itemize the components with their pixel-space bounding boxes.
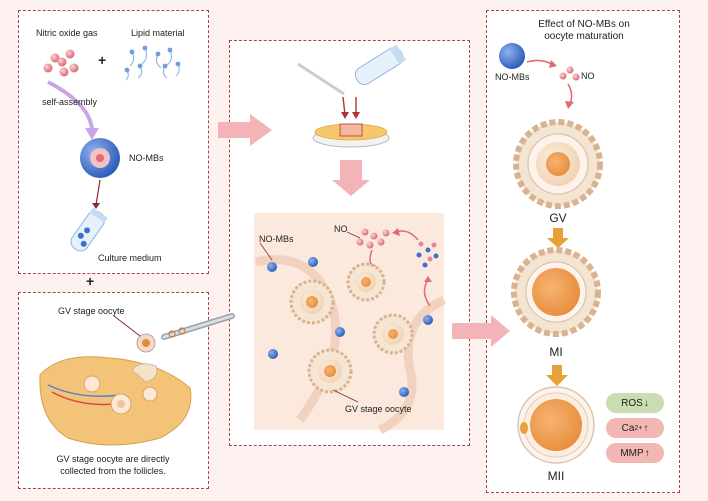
plus-sign-a: + [98,52,107,68]
nomb-beads [267,257,433,397]
ros-badge: ROS↓ [606,393,664,413]
petri-dish [312,123,390,148]
no-molecules-d [559,66,580,81]
stage-mii-label: MII [547,469,565,483]
stage-mi-label: MI [549,345,563,359]
no-gas-molecules [43,49,79,77]
gv-oocyte-label-b: GV stage oocyte [58,306,125,316]
stage-gv-label: GV [549,211,567,225]
arrow-mi-mii [546,365,568,386]
calcium-arrow: ↑ [643,422,649,434]
oocyte-small [136,333,156,353]
mmp-arrow: ↑ [644,447,650,459]
self-assembly-arrowhead [85,128,99,140]
nomb-label-a: NO-MBs [129,153,164,163]
plus-sign-between: + [86,273,95,289]
tube-arrow [95,179,101,206]
maturation-title-line2: oocyte maturation [544,31,624,42]
down-arrow-culture [332,160,370,196]
nomb-bead-large [499,43,525,69]
mmp-badge: MMP↑ [606,443,664,463]
self-assembly-arrow [47,80,94,133]
arrow-a-to-c [218,114,272,146]
no-release-cluster [416,241,439,268]
maturation-title-line1: Effect of NO-MBs on [538,19,630,30]
no-cluster-top [356,228,390,249]
culture-medium-label: Culture medium [98,253,162,263]
follicle-cluster [289,262,414,394]
collection-caption-line1: GV stage oocyte are directly [56,454,170,464]
mii-oocyte [517,386,595,464]
nomb-sphere [80,138,120,178]
follicle-1 [289,279,335,325]
culture-tube-pour [354,44,406,85]
pipette [297,62,345,96]
follicle-3 [372,313,414,355]
lipid-heads [124,45,181,73]
lipid-label: Lipid material [131,28,185,38]
no-label-d: NO [581,71,595,81]
nomb-label-c: NO-MBs [259,234,294,244]
mi-oocyte [511,247,601,337]
calcium-badge-text: Ca [621,422,635,434]
follicle-4 [307,348,353,394]
self-assembly-label: self-assembly [42,97,98,107]
ovary-illustration [39,356,192,446]
arrow-gv-mi [547,228,569,248]
mmp-badge-text: MMP [620,447,644,459]
arrow-c-to-d [452,315,510,347]
collection-caption-line2: collected from the follicles. [60,466,166,476]
nomb-label-d: NO-MBs [495,72,530,82]
gv-oocyte [513,119,603,209]
culture-tube [70,207,108,252]
ros-badge-text: ROS [621,397,643,409]
collection-needle [161,313,235,340]
calcium-charge: 2+ [634,424,643,432]
follicle-2 [346,262,386,302]
panel-synthesis [18,10,209,274]
gas-label: Nitric oxide gas [36,28,98,38]
no-label-c: NO [334,224,348,234]
ros-arrow: ↓ [643,397,649,409]
gv-oocyte-label-c: GV stage oocyte [345,404,412,414]
